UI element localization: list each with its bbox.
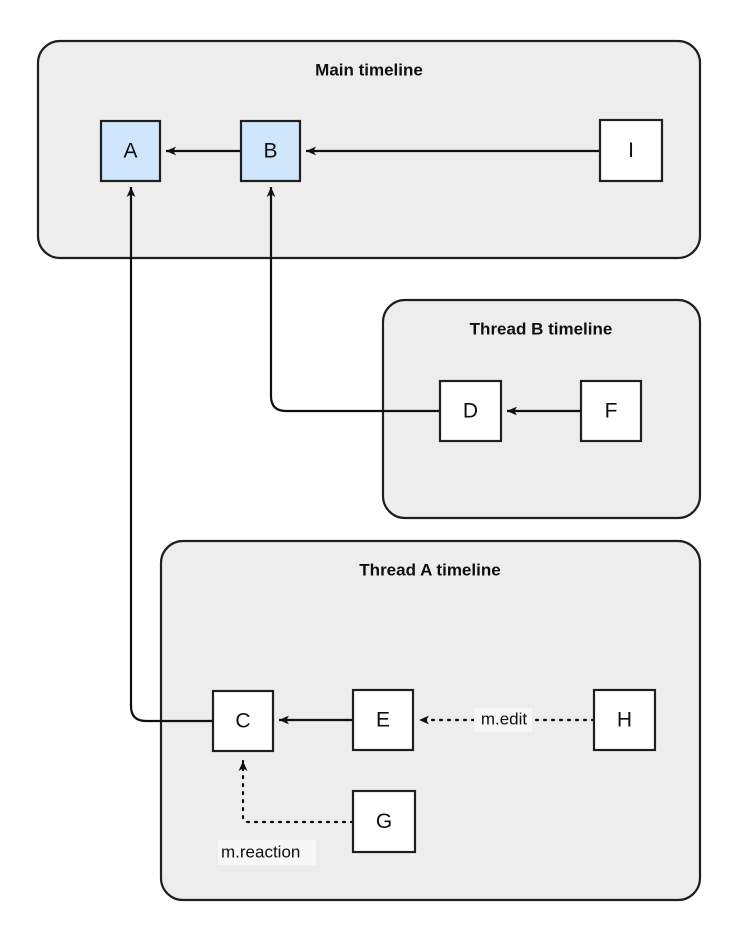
edge-label-H-to-E: m.edit xyxy=(474,708,532,732)
group-title-main: Main timeline xyxy=(315,60,423,79)
node-box-F[interactable] xyxy=(579,379,643,443)
node-label-D: D xyxy=(463,400,478,423)
node-G[interactable]: G xyxy=(351,789,417,854)
node-D[interactable]: D xyxy=(438,379,503,443)
group-thread-b: Thread B timeline xyxy=(381,298,702,520)
node-box-C[interactable] xyxy=(211,689,275,753)
node-H[interactable]: H xyxy=(592,688,657,752)
node-box-B[interactable] xyxy=(239,119,302,183)
node-box-H[interactable] xyxy=(592,688,657,752)
node-label-E: E xyxy=(376,709,390,732)
edge-label-backdrop xyxy=(474,708,532,732)
event-nodes: A B I D F C E H G xyxy=(99,118,664,854)
edge-C-to-A xyxy=(126,187,213,723)
node-E[interactable]: E xyxy=(351,688,415,752)
edge-labels: m.edit m.reaction xyxy=(218,708,532,865)
node-label-I: I xyxy=(628,139,634,162)
group-main: Main timeline xyxy=(36,39,702,260)
node-label-A: A xyxy=(123,140,137,163)
node-label-H: H xyxy=(617,709,632,732)
group-title-thread-b: Thread B timeline xyxy=(470,319,613,338)
node-label-F: F xyxy=(605,400,618,423)
group-box-main xyxy=(36,39,702,260)
node-label-C: C xyxy=(235,710,250,733)
node-B[interactable]: B xyxy=(239,119,302,183)
node-label-G: G xyxy=(376,810,392,833)
edge-label-text: m.reaction xyxy=(221,842,300,861)
edge-label-text: m.edit xyxy=(481,709,528,728)
node-box-G[interactable] xyxy=(351,789,417,854)
node-F[interactable]: F xyxy=(579,379,643,443)
node-label-B: B xyxy=(263,140,277,163)
edge-G-to-C xyxy=(238,759,355,824)
edge-label-G-to-C: m.reaction xyxy=(218,840,316,865)
node-I[interactable]: I xyxy=(598,118,664,183)
edge-D-to-B xyxy=(266,187,440,413)
edge-label-backdrop xyxy=(218,840,316,865)
group-title-thread-a: Thread A timeline xyxy=(359,560,500,579)
group-box-thread-b xyxy=(381,298,702,520)
node-C[interactable]: C xyxy=(211,689,275,753)
node-box-A[interactable] xyxy=(99,119,162,183)
node-box-E[interactable] xyxy=(351,688,415,752)
node-box-I[interactable] xyxy=(598,118,664,183)
node-box-D[interactable] xyxy=(438,379,503,443)
node-A[interactable]: A xyxy=(99,119,162,183)
